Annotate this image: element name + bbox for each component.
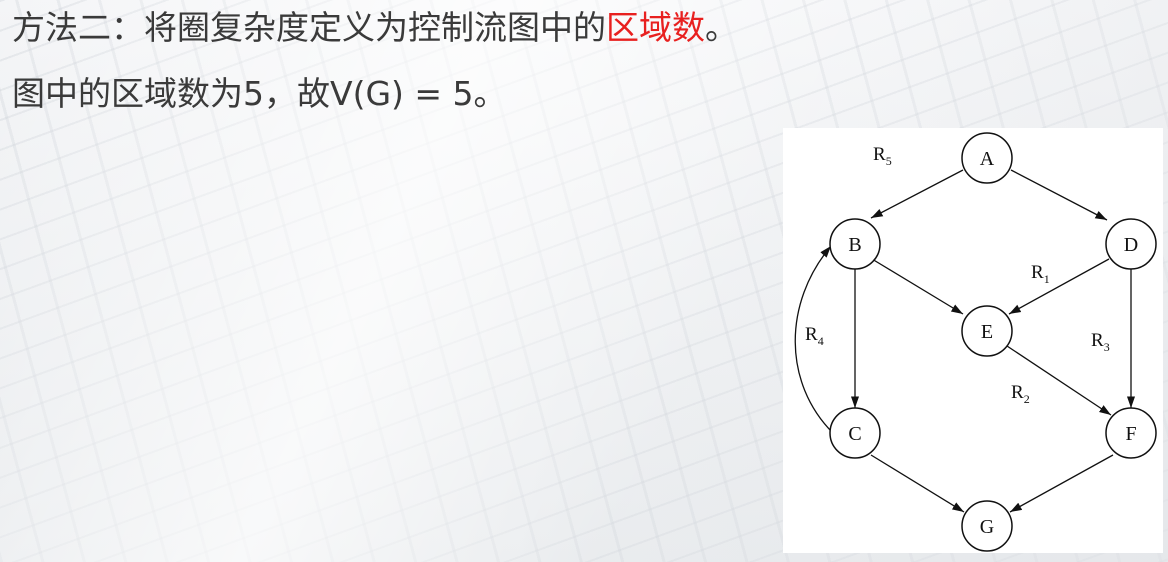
region-r1-letter: R (1031, 262, 1044, 283)
node-label-e: E (981, 321, 993, 343)
heading-line: 方法二：将圈复杂度定义为控制流图中的区域数。 (12, 8, 738, 48)
region-r5-sub: 5 (886, 154, 892, 168)
edge-a-d (1010, 169, 1108, 221)
region-r2-letter: R (1011, 382, 1024, 403)
control-flow-graph: A B C D E F G R1 R2 R3 R4 R5 (783, 128, 1163, 553)
result-line: 图中的区域数为5，故V(G) = 5。 (12, 74, 507, 113)
edge-d-e (1008, 258, 1110, 315)
region-r1-sub: 1 (1044, 272, 1050, 286)
node-b-circle (829, 218, 881, 270)
node-e-circle (961, 305, 1013, 357)
region-label-r5: R5 (873, 144, 892, 168)
region-r4-letter: R (805, 324, 818, 345)
edge-c-g (870, 454, 965, 513)
node-label-b: B (848, 234, 861, 256)
node-label-c: C (848, 423, 861, 445)
region-r4-sub: 4 (818, 334, 824, 348)
graph-svg: A B C D E F G R1 R2 R3 R4 R5 (794, 132, 1157, 552)
node-label-d: D (1124, 234, 1138, 256)
node-g-circle (961, 500, 1013, 552)
edge-f-g (1009, 454, 1114, 513)
region-label-r2: R2 (1011, 382, 1030, 406)
node-f-circle (1105, 407, 1157, 459)
node-label-a: A (980, 148, 995, 170)
region-r3-letter: R (1091, 330, 1104, 351)
region-r2-sub: 2 (1024, 392, 1030, 406)
edge-a-b (870, 169, 964, 219)
region-r3-sub: 3 (1104, 340, 1110, 354)
line1-prefix: 方法二：将圈复杂度定义为控制流图中的 (12, 8, 606, 47)
edge-e-f (1003, 343, 1112, 416)
region-label-r4: R4 (805, 324, 824, 348)
node-label-g: G (980, 516, 994, 538)
edge-b-e (871, 258, 964, 315)
region-label-r1: R1 (1031, 262, 1050, 286)
node-d-circle (1105, 218, 1157, 270)
line1-suffix: 。 (705, 8, 738, 47)
region-label-r3: R3 (1091, 330, 1110, 354)
edge-c-b (794, 245, 834, 434)
line1-highlight: 区域数 (606, 8, 705, 47)
node-c-circle (829, 407, 881, 459)
node-a-circle (961, 132, 1013, 184)
node-label-f: F (1125, 423, 1136, 445)
region-r5-letter: R (873, 144, 886, 165)
